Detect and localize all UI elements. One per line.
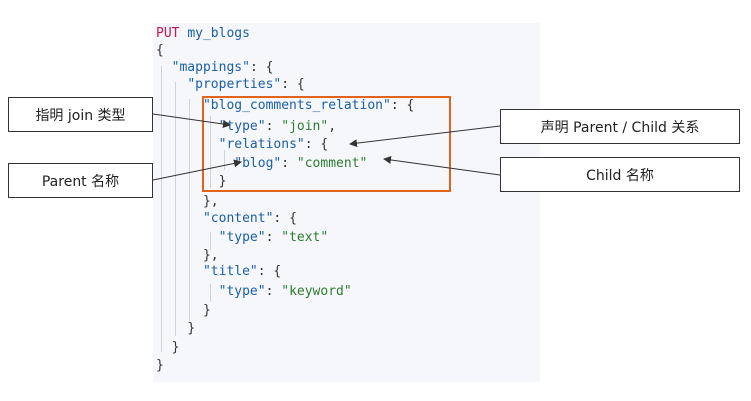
punct: : {	[249, 60, 274, 75]
code-line-put: PUT my_blogs	[156, 25, 250, 42]
label-declare-relation: 声明 Parent / Child 关系	[500, 109, 740, 144]
arrow-join-type	[152, 113, 231, 128]
content-key: "content"	[202, 211, 274, 226]
punct: :	[281, 156, 297, 171]
label-child-name-text: Child 名称	[586, 167, 654, 184]
arrow-parent-name	[152, 159, 242, 181]
punct: :	[265, 284, 282, 299]
code-line: }	[156, 173, 227, 190]
relation-key: "blog_comments_relation"	[202, 98, 391, 113]
text-value: "text"	[281, 230, 329, 245]
code-line-properties: "properties": {	[156, 76, 305, 93]
punct: }	[187, 321, 196, 336]
label-parent-name: Parent 名称	[8, 163, 153, 198]
punct: },	[202, 248, 219, 263]
type-key: "type"	[218, 230, 266, 245]
index-name: my_blogs	[187, 26, 250, 41]
indent-guide	[210, 284, 211, 302]
punct: : {	[281, 77, 305, 92]
punct: : {	[257, 264, 282, 279]
label-join-type: 指明 join 类型	[8, 97, 153, 132]
comment-value: "comment"	[296, 156, 368, 171]
code-line-mappings: "mappings": {	[156, 59, 274, 76]
code-line: }	[156, 302, 211, 319]
code-line-relations: "relations": {	[156, 136, 329, 153]
code-line: }	[156, 320, 195, 337]
punct: }	[218, 174, 227, 189]
code-line-title: "title": {	[156, 263, 281, 280]
punct: :	[265, 230, 282, 245]
code-line: },	[156, 193, 219, 210]
type-key: "type"	[218, 284, 266, 299]
indent-guide	[210, 232, 211, 250]
relation-highlight-box	[202, 96, 451, 192]
blog-key: "blog"	[234, 156, 282, 171]
indent-guide	[224, 150, 225, 170]
arrow-declare-relation	[349, 125, 501, 148]
code-line-content: "content": {	[156, 210, 297, 227]
title-key: "title"	[202, 264, 258, 279]
code-panel	[153, 23, 540, 382]
code-line: }	[156, 339, 180, 356]
punct: : {	[390, 98, 415, 113]
punct: : {	[273, 211, 297, 226]
code-line-blog: "blog": "comment"	[156, 155, 367, 172]
label-child-name: Child 名称	[500, 157, 740, 192]
punct: }	[202, 303, 211, 318]
code-line: {	[156, 42, 164, 59]
punct: }	[156, 358, 164, 373]
indent-guide	[175, 82, 176, 336]
punct: },	[202, 194, 219, 209]
indent-guide	[189, 99, 190, 321]
punct: : {	[304, 137, 329, 152]
properties-key: "properties"	[187, 77, 282, 92]
code-line-relation: "blog_comments_relation": {	[156, 97, 414, 114]
arrow-child-name	[383, 155, 501, 176]
label-declare-relation-text: 声明 Parent / Child 关系	[540, 119, 700, 136]
code-line: }	[156, 357, 164, 374]
method-keyword: PUT	[156, 26, 180, 41]
brace: {	[156, 43, 164, 58]
indent-guide	[210, 116, 211, 188]
code-line-type-text: "type": "text"	[156, 229, 329, 246]
relations-key: "relations"	[218, 137, 305, 152]
code-line: },	[156, 247, 219, 264]
indent-guide	[161, 66, 162, 352]
label-join-type-text: 指明 join 类型	[35, 107, 126, 124]
label-parent-name-text: Parent 名称	[41, 173, 120, 190]
punct: ,	[328, 119, 337, 134]
mappings-key: "mappings"	[171, 60, 250, 75]
code-line-type-keyword: "type": "keyword"	[156, 283, 352, 300]
join-value: "join"	[281, 119, 329, 134]
punct: }	[171, 340, 180, 355]
keyword-value: "keyword"	[281, 284, 352, 299]
punct: :	[265, 119, 282, 134]
